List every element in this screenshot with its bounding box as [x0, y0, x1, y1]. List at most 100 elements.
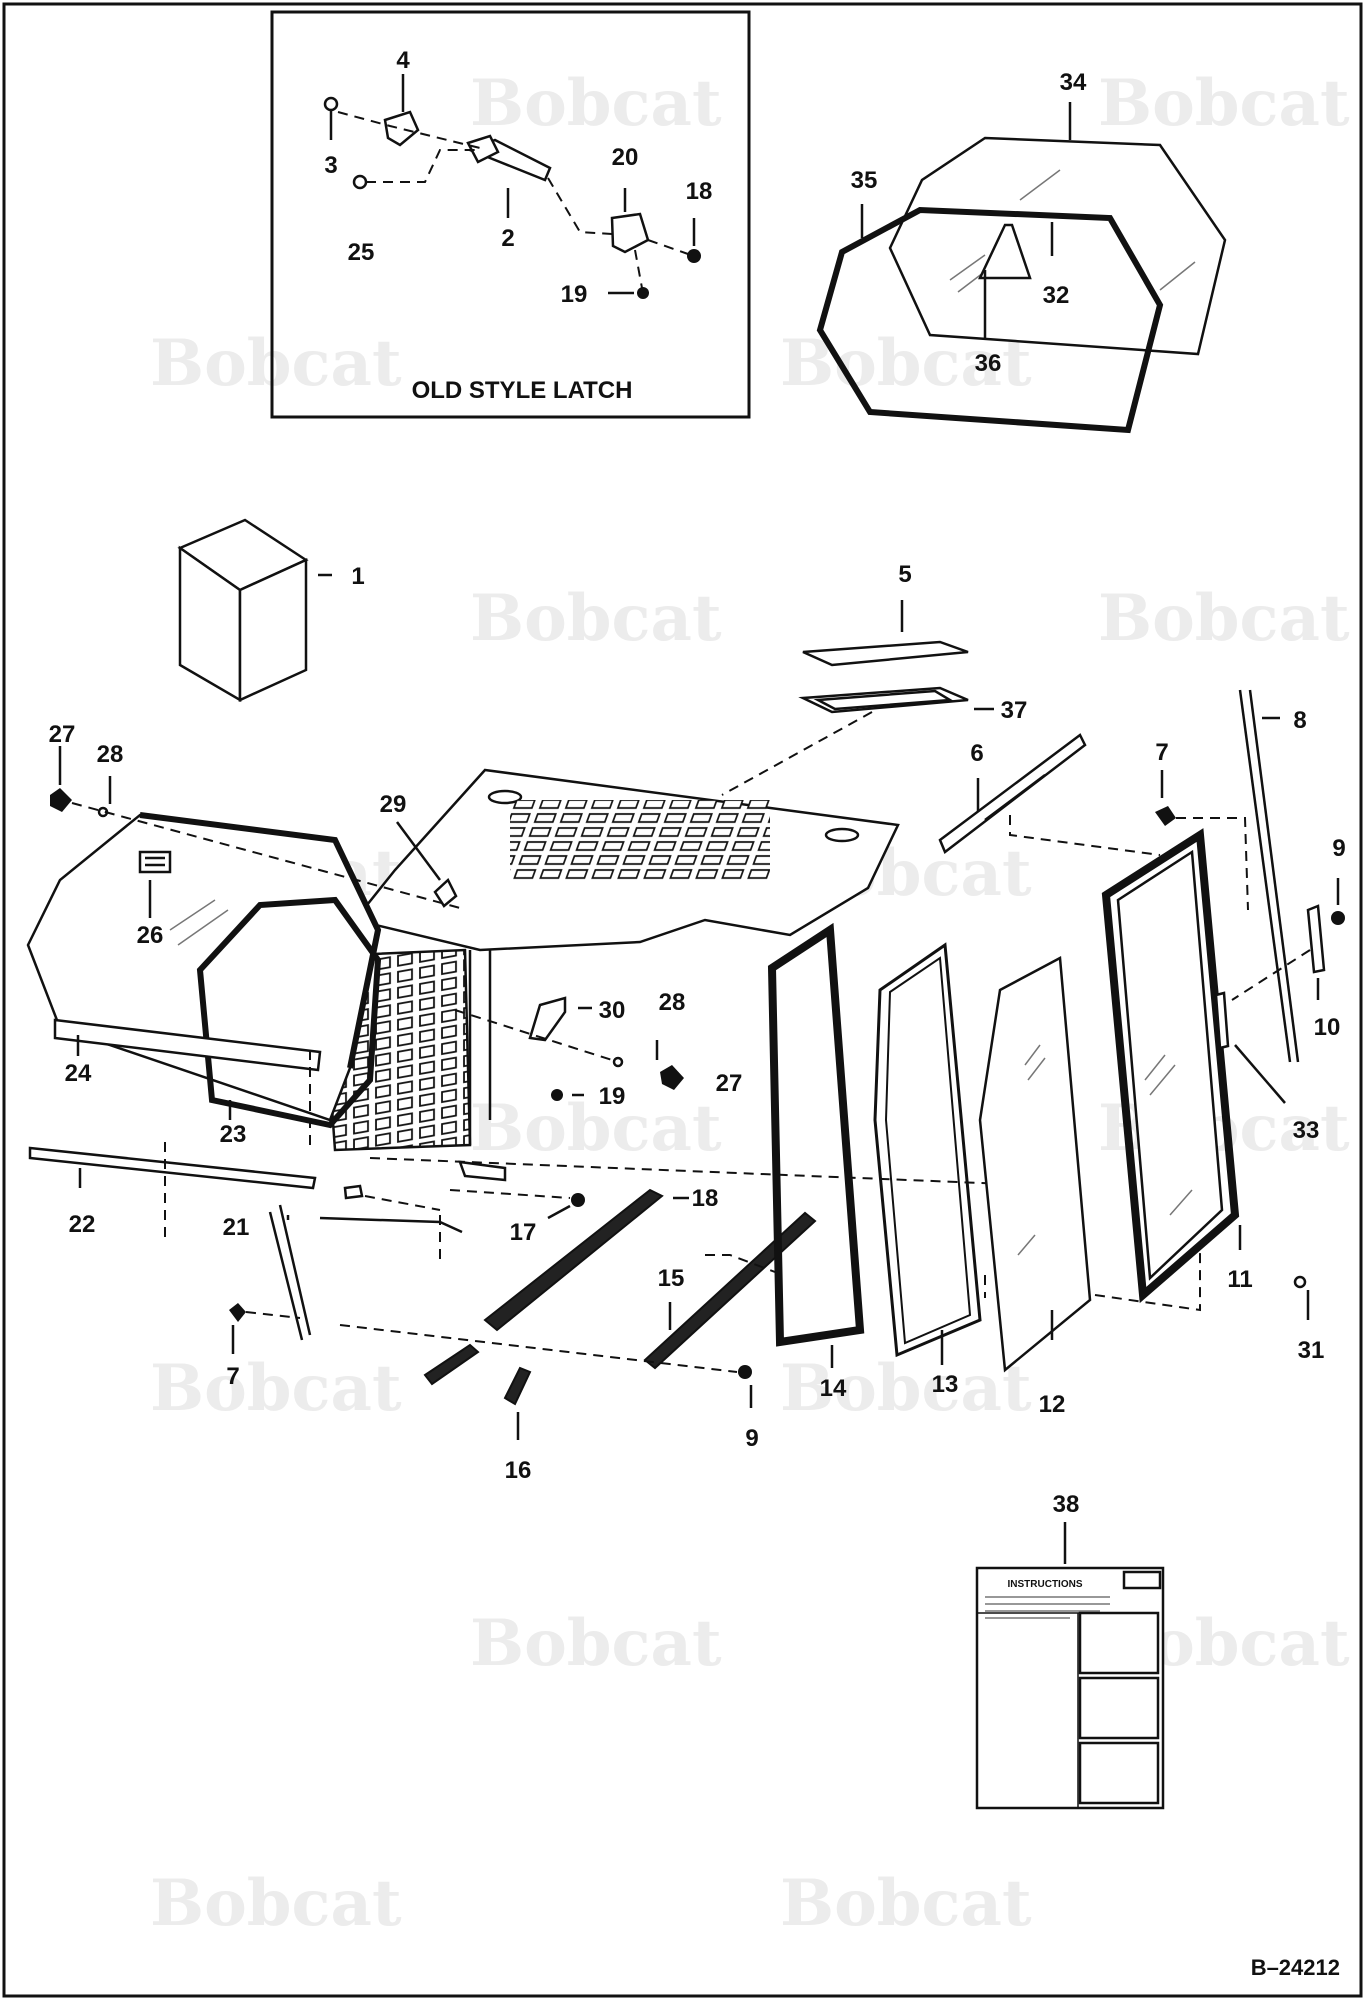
nut-9-icon — [1331, 911, 1345, 925]
roof-hole — [824, 827, 860, 843]
callout-18: 18 — [692, 1185, 719, 1212]
nut-17-icon — [571, 1193, 585, 1207]
watermark: Bobcat — [780, 1866, 1032, 1941]
latch-head-icon — [466, 134, 500, 164]
left-door-assembly: 27 28 29 26 24 23 — [26, 721, 461, 1148]
callout-37: 37 — [1001, 697, 1028, 724]
sheet-figure-box — [1078, 1676, 1160, 1740]
callout-11: 11 — [1227, 1266, 1252, 1293]
callout-36: 36 — [975, 350, 1002, 377]
callout-7: 7 — [226, 1363, 239, 1390]
glass-reflection — [177, 909, 229, 946]
nut-19-icon — [637, 287, 649, 299]
rear-window-glass-34 — [888, 136, 1227, 356]
washer-28-icon — [612, 1056, 624, 1068]
glass-reflection — [169, 899, 216, 931]
door-bar-24 — [53, 1018, 322, 1072]
instruction-sheet-38: INSTRUCTIONS 38 — [975, 1491, 1165, 1810]
door-frame-edge — [139, 812, 382, 1069]
vent-cover-5 — [802, 640, 969, 667]
inset-guide-line — [366, 149, 475, 183]
watermark: Bobcat — [150, 1866, 402, 1941]
callout-31: 31 — [1298, 1337, 1325, 1364]
inset-title: OLD STYLE LATCH — [412, 377, 633, 404]
callout-28: 28 — [97, 741, 124, 768]
hinge-detail — [984, 774, 1046, 821]
glass-reflection — [1144, 1054, 1166, 1081]
kit-box-1: 1 — [177, 518, 365, 703]
callout-7: 7 — [1155, 739, 1168, 766]
old-style-latch-inset: 4 3 2 25 20 18 19 OLD STYLE LATCH — [270, 10, 751, 419]
guide-line — [1009, 815, 1161, 856]
sheet-figure-box — [1078, 1741, 1160, 1805]
callout-38: 38 — [1053, 1491, 1080, 1518]
door-frame-14 — [767, 922, 865, 1347]
callout-9: 9 — [745, 1425, 758, 1452]
front-door-panels: 14 13 12 11 — [705, 828, 1253, 1418]
callout-21: 21 — [223, 1214, 250, 1241]
sheet-heading: INSTRUCTIONS — [1008, 1579, 1083, 1590]
watermark: Bobcat — [470, 66, 722, 141]
edge-strip-8 — [1238, 689, 1292, 1063]
leader-line — [547, 1204, 571, 1220]
callout-19: 19 — [561, 281, 588, 308]
callout-29: 29 — [380, 791, 407, 818]
inset-guide-line — [647, 239, 689, 255]
nut-19-icon — [551, 1089, 563, 1101]
bolt-3-icon — [323, 96, 339, 112]
bracket-10-icon — [1306, 904, 1326, 974]
glass-reflection — [1169, 1189, 1193, 1216]
strip-16a-icon — [423, 1343, 480, 1386]
callout-22: 22 — [69, 1211, 96, 1238]
vent-gasket-inner — [813, 689, 954, 711]
door-glass-11 — [1116, 849, 1224, 1281]
strip-16b-icon — [503, 1366, 532, 1406]
pin-21-icon — [343, 1184, 364, 1200]
callout-28: 28 — [659, 989, 686, 1016]
watermark: Bobcat — [150, 1351, 402, 1426]
guide-line — [364, 1195, 441, 1211]
bolt-7-icon — [229, 1303, 246, 1322]
watermark: Bobcat — [1098, 66, 1350, 141]
edge-strip-8 — [1248, 689, 1300, 1063]
rear-window-assembly: 34 35 32 36 — [816, 69, 1227, 434]
inset-guide-line — [337, 111, 481, 149]
glass-reflection — [949, 254, 986, 281]
callout-24: 24 — [65, 1060, 92, 1087]
callout-8: 8 — [1293, 707, 1306, 734]
hinge-strip-6 — [938, 733, 1087, 854]
rail-22-icon — [28, 1146, 317, 1190]
callout-25: 25 — [348, 239, 375, 266]
prop-rod-21 — [278, 1204, 312, 1336]
guide-line — [245, 1311, 301, 1319]
bracket-30-icon — [528, 996, 567, 1042]
door-seal-23 — [196, 896, 382, 1129]
nut-9-icon — [738, 1365, 752, 1379]
leader-line — [1234, 1044, 1286, 1104]
callout-3: 3 — [324, 152, 337, 179]
bracket-plate — [458, 1160, 507, 1182]
callout-32: 32 — [1043, 282, 1070, 309]
callout-17: 17 — [510, 1219, 537, 1246]
strip-15-icon — [643, 1211, 817, 1370]
prop-rod-21 — [268, 1211, 304, 1341]
inset-guide-line — [634, 249, 643, 289]
callout-20: 20 — [612, 144, 639, 171]
leader-line — [395, 821, 442, 881]
glass-reflection — [1024, 1044, 1041, 1066]
box-right — [238, 558, 308, 702]
callout-1: 1 — [351, 563, 364, 590]
watermark: Bobcat — [470, 1606, 722, 1681]
decal-32-icon — [978, 223, 1032, 280]
top-vent-assembly: 5 37 — [721, 561, 1028, 796]
watermark: Bobcat — [780, 1351, 1032, 1426]
decal-26-icon — [138, 850, 172, 874]
glass-reflection — [1027, 1057, 1046, 1081]
door-seal-13-outer — [873, 942, 982, 1358]
callout-35: 35 — [851, 167, 878, 194]
callout-16: 16 — [505, 1457, 532, 1484]
callout-9: 9 — [1332, 835, 1345, 862]
lower-hardware: 22 21 17 18 15 7 9 16 — [28, 1050, 1031, 1484]
